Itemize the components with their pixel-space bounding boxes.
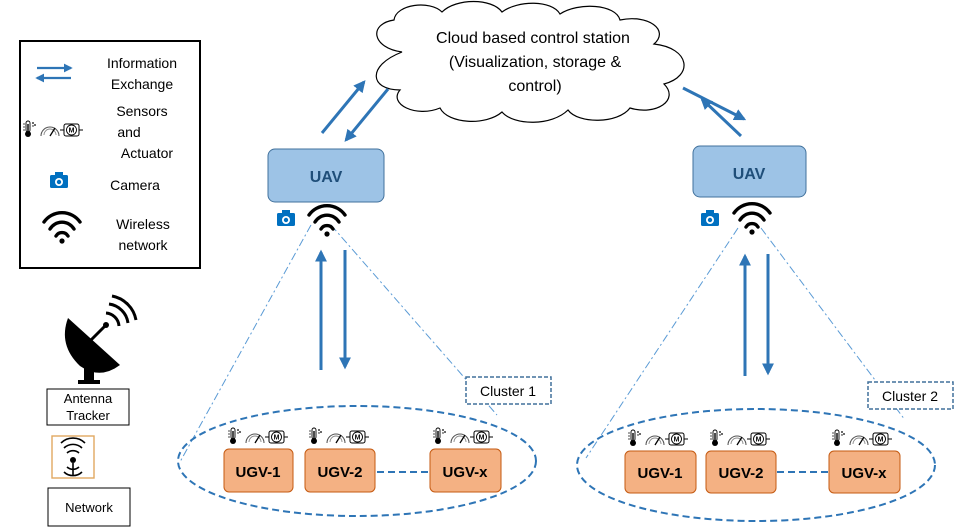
cloud-title-line2: (Visualization, storage &: [449, 54, 622, 71]
ugv-label: UGV-1: [637, 465, 682, 482]
ugv-node: UGV-2: [304, 427, 376, 493]
ugv-node: UGV-2: [705, 429, 777, 494]
sensor-actuator-icon: [308, 427, 370, 445]
link-cloud-uav2: [682, 86, 747, 138]
legend-camera-label: Camera: [110, 177, 160, 193]
uav-2: UAV: [585, 145, 906, 459]
ugv-node: UGV-x: [828, 429, 901, 494]
uav-1: UAV: [179, 148, 498, 463]
camera-icon: [277, 210, 295, 226]
ugv-label: UGV-1: [235, 464, 280, 481]
antenna-tracker: Antenna Tracker: [46, 294, 138, 426]
link-uav2-cluster2: [739, 253, 774, 376]
satellite-dish-icon: [64, 294, 138, 384]
network-label-box: [47, 487, 131, 527]
cloud-title-line1: Cloud based control station: [436, 30, 630, 47]
network-label: Network: [65, 500, 113, 515]
sensor-actuator-icon: [432, 427, 494, 445]
legend-box: Information Exchange Sensors and Actuato…: [19, 40, 201, 269]
cluster-1-label: Cluster 1: [480, 383, 536, 399]
wifi-icon: [732, 201, 772, 237]
uav-2-label: UAV: [733, 166, 766, 183]
legend-wireless-label-line2: network: [118, 237, 168, 253]
wifi-icon: [307, 203, 347, 239]
ugv-label: UGV-2: [718, 465, 763, 482]
ugv-node: UGV-1: [624, 429, 697, 494]
antenna-tracker-label-line1: Antenna: [64, 391, 113, 406]
uav-1-label: UAV: [310, 169, 343, 186]
sensor-actuator-icon: [227, 427, 289, 445]
antenna-tracker-label-line2: Tracker: [66, 408, 110, 423]
link-cloud-uav1: [320, 80, 390, 142]
ugv-label: UGV-2: [317, 464, 362, 481]
two-way-arrow-icon: [35, 63, 73, 83]
legend-info-label-line2: Exchange: [111, 76, 173, 92]
legend-sensors-label-line3: Actuator: [121, 145, 173, 161]
sensor-actuator-icon: [627, 429, 689, 447]
ugv-label: UGV-x: [841, 465, 887, 482]
legend-wireless-label-line1: Wireless: [116, 216, 170, 232]
network-legend: Network: [47, 435, 131, 527]
cluster-2-label: Cluster 2: [882, 388, 938, 404]
antenna-tracker-label-box: [46, 388, 130, 426]
ugv-node: UGV-1: [223, 427, 294, 493]
camera-icon: [701, 210, 719, 226]
ugv-node: UGV-x: [429, 427, 502, 493]
legend-sensors-label-line2: and: [117, 124, 140, 140]
link-uav1-cluster1: [315, 249, 351, 370]
sensor-actuator-icon: [709, 429, 771, 447]
ugv-label: UGV-x: [442, 464, 488, 481]
network-signal-icon: [51, 435, 95, 479]
sensor-actuator-icon: [831, 429, 893, 447]
cluster-2: Cluster 2 UGV-1 UGV-2 UGV-x: [576, 381, 954, 522]
cluster-2-label-box: [867, 381, 954, 410]
cloud-control-station: Cloud based control station (Visualizati…: [375, 1, 685, 123]
cluster-1: Cluster 1 UGV-1 UGV-2 UGV-x: [177, 376, 552, 517]
cluster-1-label-box: [465, 376, 552, 405]
legend-sensors-label-line1: Sensors: [116, 103, 167, 119]
cloud-title-line3: control): [508, 78, 561, 95]
legend-info-label-line1: Information: [107, 55, 177, 71]
